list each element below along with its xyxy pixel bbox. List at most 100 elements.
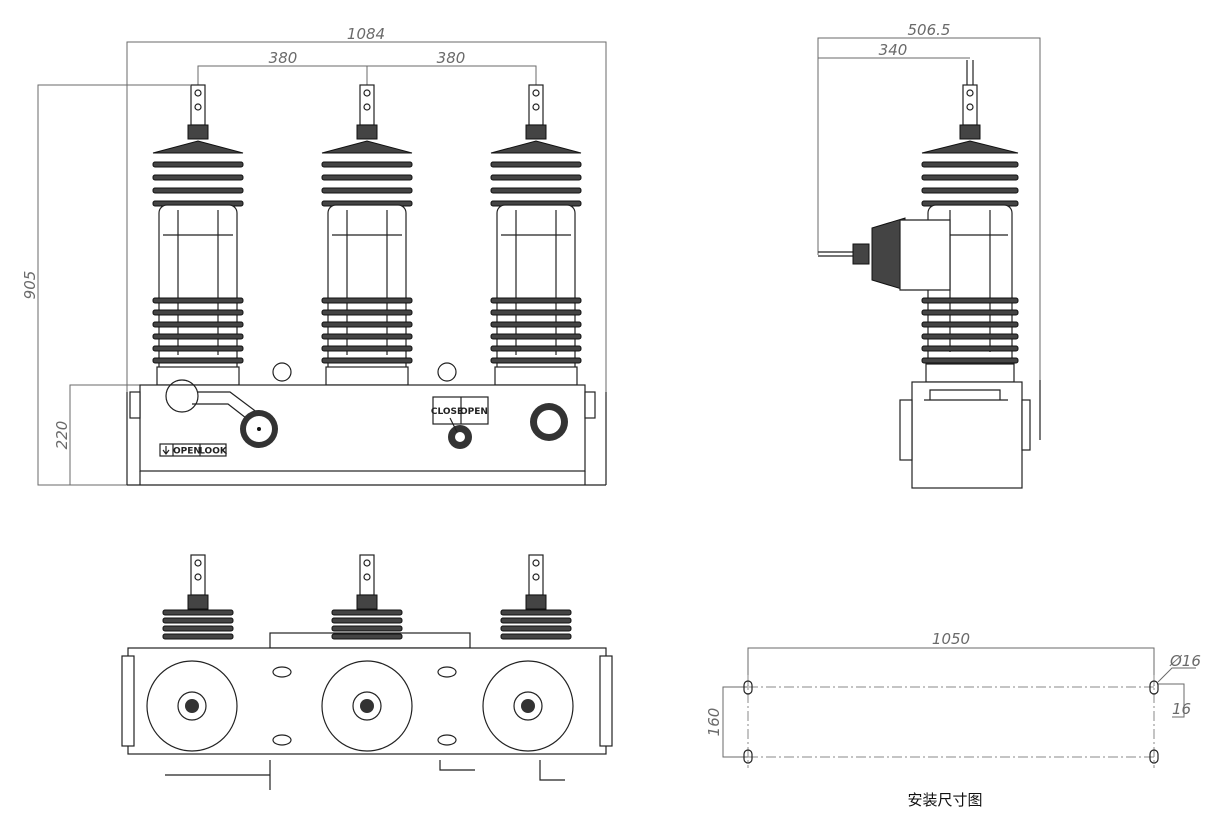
operating-handle-ring [165,379,199,413]
drawing-line [194,89,202,97]
shed [921,297,1019,304]
front-poles [152,84,582,386]
drawing-line [532,89,540,97]
drawing-line [363,573,371,581]
shed [921,309,1019,316]
shed [490,333,582,340]
drawing-line [352,691,382,721]
shed [500,609,572,616]
shed [162,633,234,640]
shed [321,357,413,364]
pole-insulator [921,84,1019,383]
shed [490,161,582,168]
shed [321,309,413,316]
shed [490,174,582,181]
shed [490,187,582,194]
shed [331,633,403,640]
shed [321,140,413,154]
drawing-line [532,103,540,111]
pole-base [325,366,409,386]
shed [321,187,413,194]
pole-base [925,363,1015,383]
mounting-hole [743,749,753,764]
shed [921,161,1019,168]
side-box [899,380,1041,489]
side-bushing [818,217,951,291]
drawing-line [356,594,378,610]
pole-base [156,366,240,386]
open-label-plate: OPEN [460,407,488,417]
dim-hole-spacing-y: 160 [705,708,723,737]
close-open-plate: CLOSE OPEN [431,396,489,449]
dim-pole-spacing-right: 380 [437,49,466,67]
shed [921,333,1019,340]
right-bracket [584,391,596,419]
drawing-line [356,124,378,140]
shed [921,140,1019,154]
drawing-line [187,124,209,140]
shed [152,321,244,328]
dim-base-height: 220 [53,421,71,450]
lifting-eye-right [437,362,457,382]
shed [321,333,413,340]
shed [321,161,413,168]
slot [272,666,292,678]
shed [921,357,1019,364]
drawing-line [959,124,981,140]
front-view: 1084 380 380 905 220 OPEN [21,25,607,486]
terminal [528,554,544,596]
slot [437,666,457,678]
shed [321,345,413,352]
front-dimensions: 1084 380 380 905 220 [21,25,607,486]
slot [437,734,457,746]
shed [331,625,403,632]
shed [321,297,413,304]
shed [490,321,582,328]
look-label: LOOK [199,447,228,457]
shed [921,187,1019,194]
drawing-line [532,573,540,581]
drawing-line [363,103,371,111]
drawing-line [332,210,402,355]
shed [490,345,582,352]
top-pole [146,554,238,752]
mounting-hole [1149,680,1159,695]
pole-hub [360,699,374,713]
left-bracket [129,391,141,419]
slot [272,734,292,746]
shed [331,609,403,616]
mounting-hole [743,680,753,695]
shed [152,345,244,352]
shed [500,625,572,632]
drawing-line [966,89,974,97]
drawing-line [363,89,371,97]
dim-pole-spacing-left: 380 [269,49,298,67]
dim-hole-diameter: Ø16 [1169,652,1201,670]
shed [162,617,234,624]
drawing-line [363,559,371,567]
drawing-line [525,594,547,610]
shed [500,633,572,640]
pole-base [494,366,578,386]
shed [162,609,234,616]
dim-overall-height: 905 [21,271,39,300]
terminal [190,84,206,126]
mounting-view: 1050 160 Ø16 16 安装尺寸图 [705,630,1201,809]
terminal [359,84,375,126]
shed [921,321,1019,328]
drawing-line [194,573,202,581]
shed [152,187,244,194]
shed [152,357,244,364]
shed [321,174,413,181]
shed [490,140,582,154]
shed [152,309,244,316]
mechanism-box: OPEN LOOK CLOSE OPEN [126,362,607,486]
top-view [121,554,613,790]
lifting-eye-left [272,362,292,382]
drawing-line [532,559,540,567]
pole-hub [185,699,199,713]
terminal [528,84,544,126]
shed [490,309,582,316]
dim-hole-spacing-x: 1050 [932,630,970,648]
